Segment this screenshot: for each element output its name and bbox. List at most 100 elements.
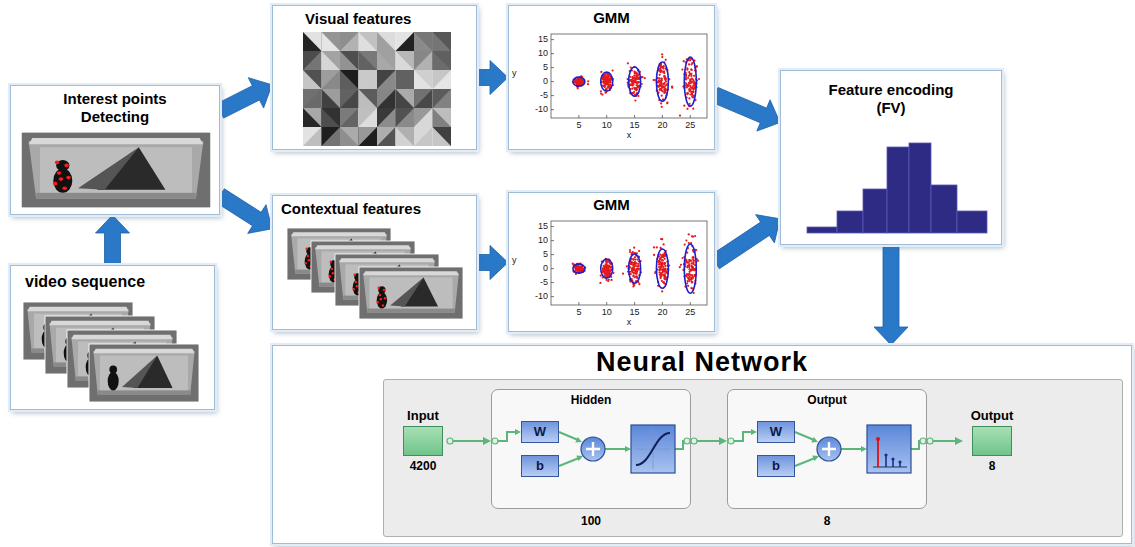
axis-tick: 5 bbox=[567, 307, 591, 318]
weight-box: W bbox=[521, 421, 559, 443]
tick-slot: 15 bbox=[623, 120, 647, 131]
input-layer: Input 4200 bbox=[399, 408, 447, 482]
tick-slot: 25 bbox=[678, 307, 702, 318]
gmm-box: GMM151050-5-10y510152025x bbox=[508, 5, 715, 150]
layer-size: 8 bbox=[824, 513, 831, 529]
flow-arrow bbox=[96, 215, 130, 265]
box-title: GMM bbox=[593, 9, 630, 27]
flow-arrow bbox=[712, 88, 780, 132]
flow-arrow-shape bbox=[216, 78, 272, 118]
gmm-box: GMM151050-5-10y510152025x bbox=[508, 192, 715, 332]
flow-arrow bbox=[711, 215, 780, 269]
tick-slot: 5 bbox=[567, 307, 591, 318]
box-title: Visual features bbox=[305, 10, 411, 28]
flow-arrow-shape bbox=[874, 245, 908, 345]
symbol-label: W bbox=[770, 422, 782, 442]
flow-arrow-shape bbox=[711, 215, 780, 269]
flow-arrow-shape bbox=[477, 246, 508, 280]
axis-tick: 15 bbox=[623, 307, 647, 318]
axis-tick: 10 bbox=[519, 235, 548, 246]
process-box: Interest points Detecting bbox=[10, 85, 220, 215]
box-title: GMM bbox=[593, 196, 630, 214]
flow-arrow bbox=[874, 245, 908, 345]
feature-box: Visual features bbox=[272, 5, 477, 150]
layer-name: Output bbox=[971, 408, 1014, 424]
bias-box: b bbox=[521, 455, 559, 477]
tick-slot: 10 bbox=[519, 235, 548, 246]
box-title: video sequence bbox=[25, 273, 145, 291]
arrow-head bbox=[955, 437, 963, 445]
axis-tick: -5 bbox=[519, 90, 548, 101]
tick-slot: x bbox=[617, 317, 641, 328]
flow-arrow bbox=[477, 61, 508, 95]
wire bbox=[930, 440, 956, 442]
axis-tick: x bbox=[617, 317, 641, 328]
axis-tick: x bbox=[617, 130, 641, 141]
axis-tick: 15 bbox=[623, 120, 647, 131]
tick-slot: 20 bbox=[650, 307, 674, 318]
layer-name: Hidden bbox=[571, 389, 612, 408]
illustration bbox=[509, 193, 716, 333]
axis-tick: 15 bbox=[519, 34, 548, 45]
tick-slot: -5 bbox=[519, 277, 548, 288]
axis-tick: 10 bbox=[595, 120, 619, 131]
feature-box: Contextual features bbox=[272, 195, 477, 330]
layer-block bbox=[403, 426, 443, 456]
tick-slot: 5 bbox=[519, 249, 548, 260]
tick-slot: -5 bbox=[519, 90, 548, 101]
bias-box: b bbox=[757, 455, 795, 477]
axis-tick: y bbox=[512, 255, 522, 266]
wire-joint bbox=[447, 438, 453, 444]
axis-tick: 15 bbox=[519, 221, 548, 232]
tick-slot: 15 bbox=[519, 34, 548, 45]
flow-arrow-shape bbox=[96, 215, 130, 265]
output-node: Output 8 bbox=[963, 408, 1021, 482]
illustration bbox=[509, 6, 716, 151]
layer-name: Input bbox=[407, 408, 439, 424]
axis-tick: y bbox=[512, 68, 522, 79]
tick-slot: 10 bbox=[519, 48, 548, 59]
encoding-box: Feature encoding (FV) bbox=[780, 70, 1002, 245]
axis-tick: 25 bbox=[678, 120, 702, 131]
axis-tick: 5 bbox=[567, 120, 591, 131]
axis-tick: 10 bbox=[595, 307, 619, 318]
flow-arrow bbox=[216, 189, 272, 234]
network-panel: Neural NetworkInput4200Hidden100WbOutput… bbox=[272, 345, 1132, 544]
axis-tick: 25 bbox=[678, 307, 702, 318]
box-title: Feature encoding (FV) bbox=[821, 81, 961, 117]
tick-slot: 0 bbox=[519, 76, 548, 87]
box-title: Contextual features bbox=[281, 200, 421, 218]
axis-tick: 10 bbox=[519, 48, 548, 59]
axis-tick: 0 bbox=[519, 76, 548, 87]
axis-tick: 20 bbox=[650, 307, 674, 318]
panel-title: Neural Network bbox=[596, 347, 808, 377]
input-box: video sequence bbox=[10, 265, 215, 410]
axis-tick: 5 bbox=[519, 62, 548, 73]
wire bbox=[450, 440, 484, 442]
hidden-layer: Hidden 100 Wb bbox=[491, 389, 691, 531]
layer-size: 8 bbox=[989, 458, 996, 474]
symbol-label: W bbox=[534, 422, 546, 442]
layer-size: 100 bbox=[581, 513, 601, 529]
tick-slot: y bbox=[512, 255, 522, 266]
axis-tick: 5 bbox=[519, 249, 548, 260]
flow-arrow-shape bbox=[216, 189, 272, 234]
axis-tick: -10 bbox=[519, 291, 548, 302]
wire-joint bbox=[691, 438, 697, 444]
layer-size: 4200 bbox=[410, 458, 437, 474]
output-layer: Output 8 Wb bbox=[727, 389, 927, 531]
layer-name: Output bbox=[807, 389, 846, 408]
tick-slot: 5 bbox=[519, 62, 548, 73]
tick-slot: 10 bbox=[595, 307, 619, 318]
wire bbox=[694, 440, 720, 442]
illustration bbox=[273, 6, 478, 151]
layer-block bbox=[972, 426, 1012, 456]
tick-slot: 20 bbox=[650, 120, 674, 131]
symbol-label: b bbox=[536, 456, 544, 476]
tick-slot: 5 bbox=[567, 120, 591, 131]
tick-slot: x bbox=[617, 130, 641, 141]
layer-connector bbox=[447, 437, 491, 445]
layer-connector bbox=[927, 437, 963, 445]
axis-tick: 20 bbox=[650, 120, 674, 131]
box-title: Interest points Detecting bbox=[49, 90, 181, 126]
